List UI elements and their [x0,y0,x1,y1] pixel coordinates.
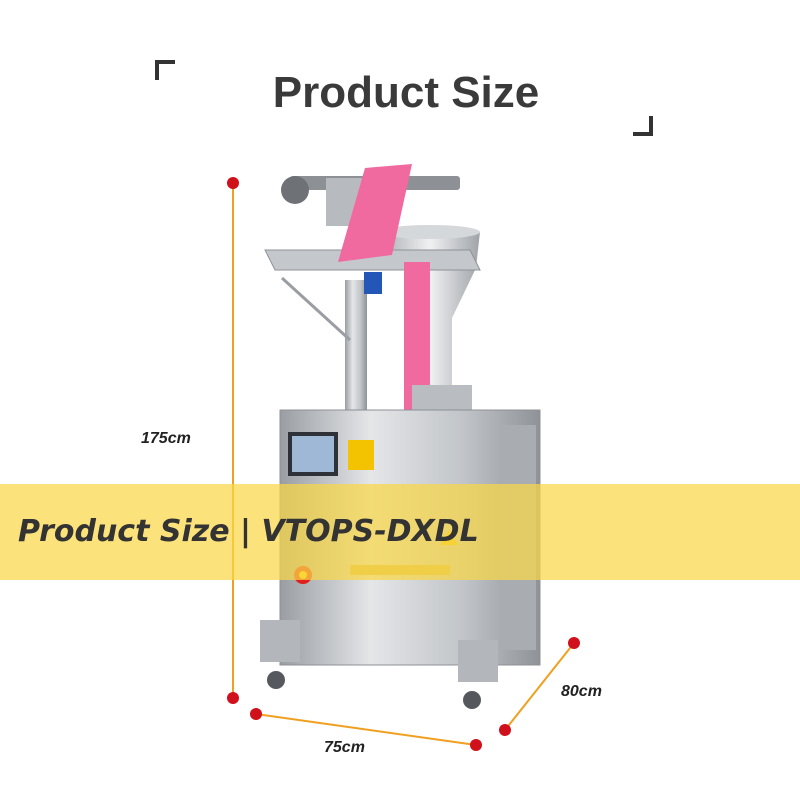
motor [364,272,382,294]
depth-back-dot [568,637,580,649]
left-caster-mount [260,620,300,662]
dimension-lines [227,177,580,751]
page-title: Product Size [272,68,540,117]
width-label: 75cm [324,739,365,756]
warning-label [348,440,374,470]
width-left-dot [250,708,262,720]
left-wheel [267,671,285,689]
depth-label: 80cm [561,683,602,700]
right-caster-mount [458,640,498,682]
height-bottom-dot [227,692,239,704]
hopper-rim [380,225,480,239]
roller-knob [281,176,309,204]
packing-machine [260,164,541,709]
hmi-screen [292,436,334,472]
right-wheel [463,691,481,709]
corner-bracket-bottom-right [633,116,653,136]
banner-text: Product Size | VTOPS-DXDL [18,514,479,549]
frame-column [345,280,367,415]
height-top-dot [227,177,239,189]
height-label: 175cm [141,430,191,447]
width-line [255,713,477,746]
depth-front-dot [499,724,511,736]
film-web-top [338,164,412,262]
model-banner [0,484,800,580]
corner-bracket-top-left [155,60,175,80]
width-right-dot [470,739,482,751]
depth-line [504,642,575,731]
